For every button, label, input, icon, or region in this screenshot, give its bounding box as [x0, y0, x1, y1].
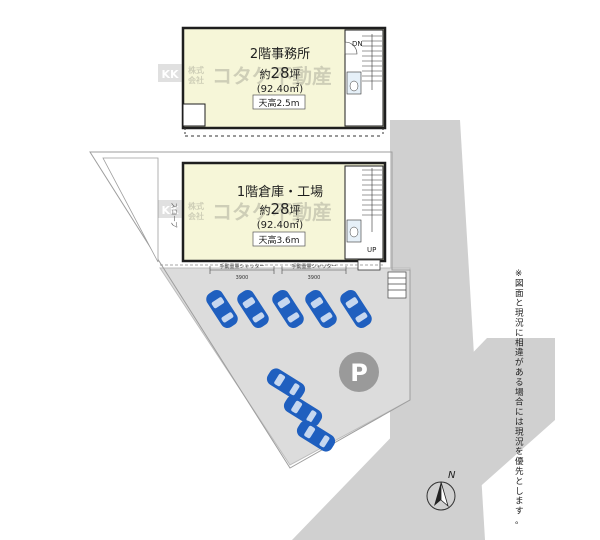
shutter-right-width: 3900 — [308, 275, 321, 281]
car-icon — [305, 290, 337, 328]
watermark-company-line2: 会社 — [188, 75, 204, 85]
watermark-company-name: コタケ不動産 — [212, 200, 332, 224]
slope-area — [102, 157, 159, 263]
car-icon — [283, 395, 323, 427]
slope-label: スロープ — [170, 202, 178, 228]
watermark-upper: KK 株式 会社 コタケ不動産 — [158, 64, 332, 88]
shutter-left-width: 3900 — [236, 275, 249, 281]
lot-outline — [89, 151, 411, 469]
floor1-plan: UP 1階倉庫・工場 約28坪 (92.40㎡) 天高3.6m 手動重量シャッタ… — [181, 161, 407, 299]
floor1-ceiling: 天高3.6m — [258, 234, 299, 246]
floor2-area-sqm: (92.40㎡) — [257, 83, 304, 95]
watermark-logo: KK — [161, 68, 179, 81]
floor2-area-value: 28 — [270, 64, 289, 82]
floor1-area-unit: 坪 — [290, 204, 301, 217]
floor2-title: 2階事務所 — [250, 47, 310, 62]
floor1-stairs — [362, 168, 382, 232]
floor1-area: 約28坪 — [259, 200, 300, 218]
outside-steps — [387, 271, 407, 299]
floor2-ceiling-box — [252, 94, 306, 110]
floor2-stairs — [362, 34, 382, 90]
floor1-area-sqm: (92.40㎡) — [257, 219, 304, 231]
parking-circle — [339, 352, 379, 392]
floor1-title: 1階倉庫・工場 — [237, 185, 323, 200]
floor2-plan: DN 2階事務所 約28坪 (92.40㎡) 天高2.5m — [181, 26, 387, 137]
parked-cars — [206, 290, 372, 452]
toilet-bowl — [349, 80, 359, 92]
watermark-lower: KK 株式 会社 コタケ不動産 — [158, 200, 332, 224]
car-icon — [237, 290, 269, 328]
car-icon — [296, 420, 336, 452]
toilet-bowl — [349, 226, 359, 238]
floor2-ceiling: 天高2.5m — [258, 97, 299, 109]
north-arrow: N — [426, 470, 456, 511]
watermark-company-name: コタケ不動産 — [212, 64, 332, 88]
floor1-area-value: 28 — [270, 200, 289, 218]
floor2-area-unit: 坪 — [290, 68, 301, 81]
floor1-ceiling-box — [252, 231, 306, 247]
watermark-logo: KK — [161, 204, 179, 217]
floor1-area-prefix: 約 — [259, 203, 270, 217]
floor2-area-prefix: 約 — [259, 67, 270, 81]
car-icon — [340, 290, 372, 328]
watermark-company-line1: 株式 — [188, 201, 204, 211]
shutter-left-label: 手動重量シャッター — [219, 263, 264, 270]
parking-symbol: P — [350, 359, 368, 387]
car-icon — [266, 368, 306, 400]
watermark-company-line1: 株式 — [188, 65, 204, 75]
floor2-area: 約28坪 — [259, 64, 300, 82]
shutter-right-label: 手動重量シャッター — [291, 263, 336, 270]
shutter-dimensions — [209, 266, 347, 274]
watermark-company-line2: 会社 — [188, 211, 204, 221]
floor1-up-label: UP — [367, 246, 376, 254]
car-icon — [206, 290, 238, 328]
floor2-door — [344, 41, 358, 55]
floor2-dn-label: DN — [352, 40, 363, 48]
road-diagonal — [292, 338, 555, 540]
note-text: ※図面と現況に相違がある場合には現況を優先とします。 — [515, 269, 524, 526]
car-icon — [272, 290, 304, 328]
north-label: N — [448, 470, 456, 481]
